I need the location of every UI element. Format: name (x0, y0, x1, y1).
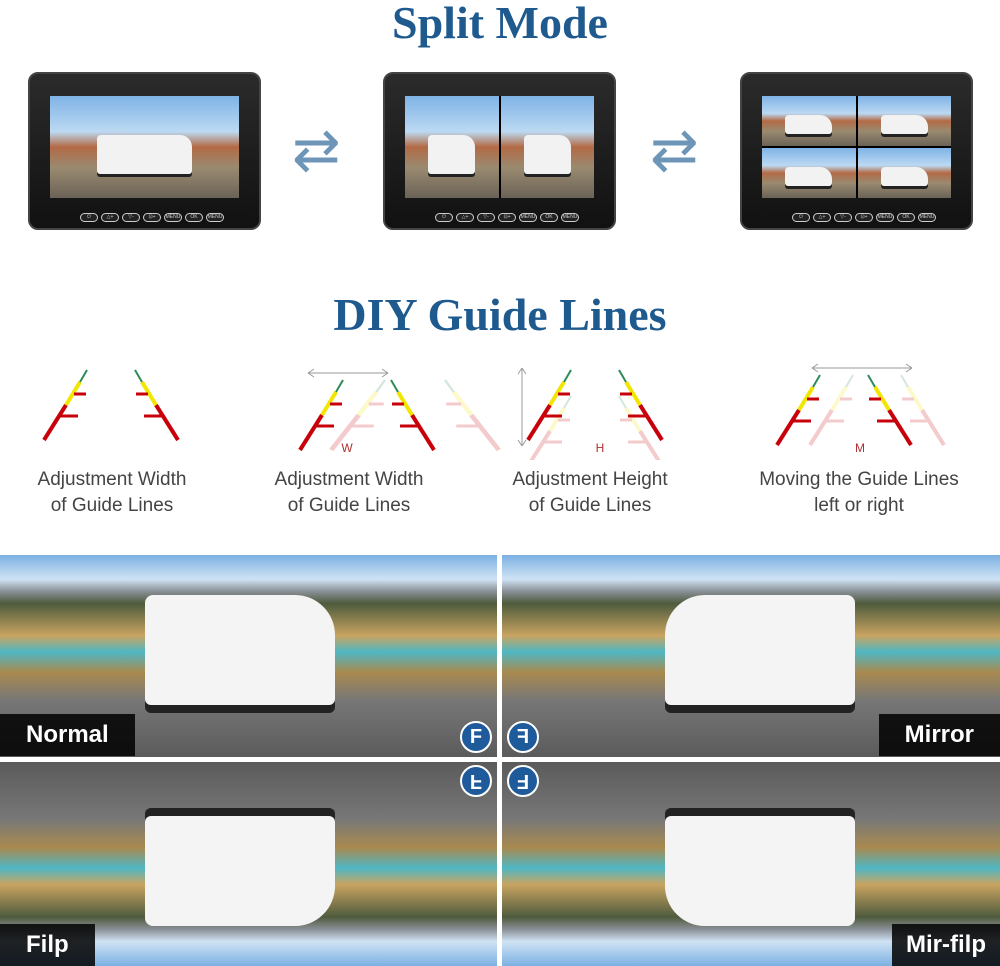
guide-lines-width (298, 378, 436, 452)
monitor-button: ⏻ (435, 213, 453, 222)
monitor-button: MENU (519, 213, 537, 222)
f-mirror-icon: F (507, 721, 539, 753)
monitor-button: ⊡+ (498, 213, 516, 222)
camera-view (405, 96, 499, 198)
camera-view (500, 96, 594, 198)
label-normal: Normal (0, 714, 135, 756)
label-flip: Filp (0, 924, 95, 966)
monitor-button: ▽- (122, 213, 140, 222)
guide-lines-title: DIY Guide Lines (333, 289, 667, 340)
camera-view (50, 96, 239, 198)
split-mode-title: Split Mode (392, 0, 608, 48)
guide-lines-height (526, 368, 664, 442)
camera-view (857, 96, 951, 146)
label-mirror-flip: Mir-filp (892, 924, 1000, 966)
width-letter: W (341, 441, 353, 455)
height-letter: H (596, 441, 605, 455)
monitor-button: OK (540, 213, 558, 222)
monitor-button: ⏻ (792, 213, 810, 222)
guide-lines-default (42, 368, 180, 442)
camera-view (857, 148, 951, 198)
monitor-button: ▽- (477, 213, 495, 222)
monitor-button: △+ (456, 213, 474, 222)
monitor-button: MENU (561, 213, 579, 222)
f-mirror-flip-icon: F (507, 765, 539, 797)
swap-arrows-icon: ⇄ (650, 118, 699, 183)
camera-view (762, 96, 856, 146)
monitor-button: △+ (101, 213, 119, 222)
monitor-button: △+ (813, 213, 831, 222)
f-normal-icon: F (460, 721, 492, 753)
camera-view (762, 148, 856, 198)
guide-line-diagrams: W H M (42, 363, 946, 460)
swap-arrows-icon: ⇄ (292, 118, 341, 183)
monitor-button: ⊡+ (143, 213, 161, 222)
move-letter: M (855, 441, 865, 455)
f-flip-icon: F (460, 765, 492, 797)
monitor-button: ▽- (834, 213, 852, 222)
monitor-button: MENU (206, 213, 224, 222)
monitor-button: MENU (164, 213, 182, 222)
label-mirror: Mirror (878, 714, 1000, 756)
monitor-button: MENU (876, 213, 894, 222)
monitor-button: OK (185, 213, 203, 222)
guide-lines-move (775, 373, 913, 447)
monitor-button: MENU (918, 213, 936, 222)
monitor-button: ⊡+ (855, 213, 873, 222)
monitor-button: OK (897, 213, 915, 222)
monitor-button: ⏻ (80, 213, 98, 222)
